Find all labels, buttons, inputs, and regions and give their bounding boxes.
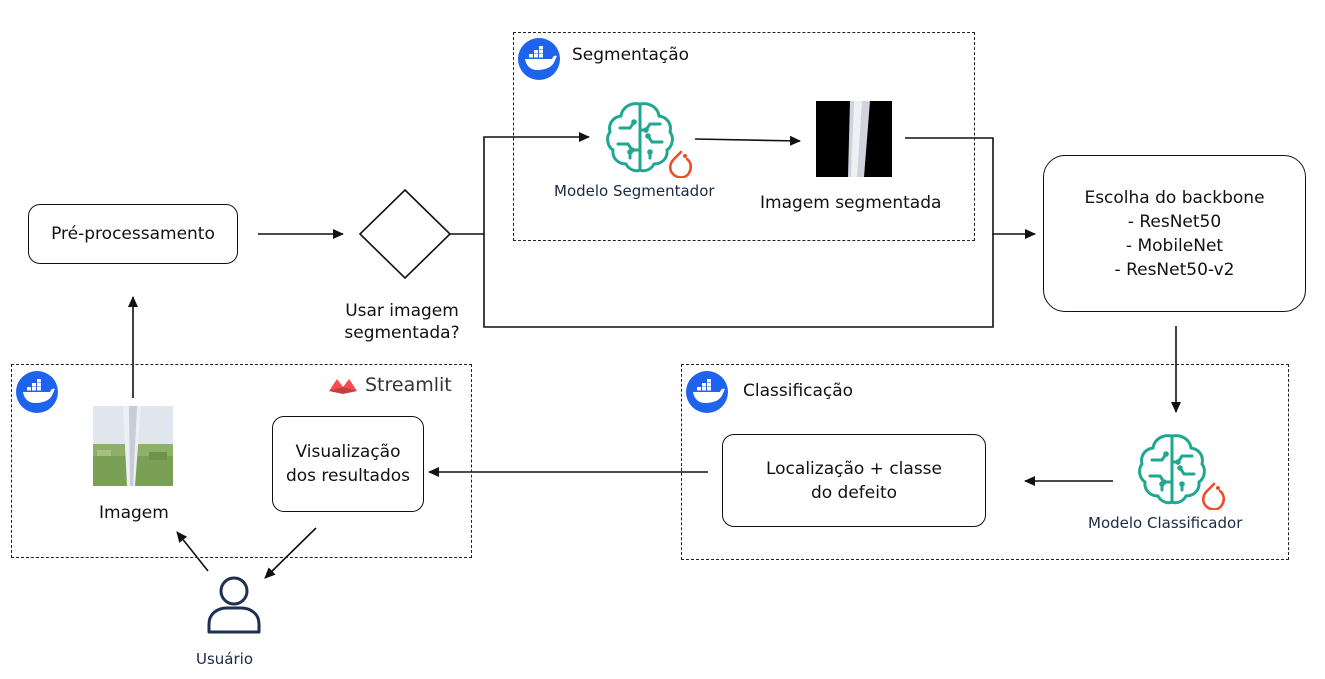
backbone-title: Escolha do backbone xyxy=(1084,187,1265,208)
pytorch-icon xyxy=(1201,482,1226,510)
backbone-option: - MobileNet xyxy=(1125,235,1224,256)
segmented-image xyxy=(816,101,892,177)
streamlit-icon xyxy=(329,379,357,394)
arrow-segmenter-to-image xyxy=(694,135,801,146)
pytorch-icon xyxy=(668,150,693,178)
classification-container xyxy=(681,364,1289,560)
ai-brain-icon xyxy=(606,102,674,173)
arrow-visualization-to-user xyxy=(264,527,317,579)
arrow-decision-to-segmenter xyxy=(450,132,590,235)
defect-result-box: Localização + classe do defeito xyxy=(722,434,986,527)
streamlit-logo: Streamlit xyxy=(327,374,452,396)
line-decision-bypass xyxy=(483,234,994,328)
backbone-box: Escolha do backbone - ResNet50 - MobileN… xyxy=(1043,155,1306,312)
preprocessing-label: Pré-processamento xyxy=(51,224,215,244)
streamlit-container xyxy=(11,364,472,558)
backbone-option: - ResNet50 xyxy=(1127,211,1222,232)
user-label: Usuário xyxy=(196,650,254,668)
decision-question: Usar imagem segmentada? xyxy=(344,301,460,343)
segmented-image-label: Imagem segmentada xyxy=(760,193,942,213)
backbone-option: - ResNet50-v2 xyxy=(1114,259,1235,280)
classifier-model-label: Modelo Classificador xyxy=(1088,514,1243,532)
segmentation-title: Segmentação xyxy=(572,45,690,65)
decision-diamond xyxy=(358,188,452,280)
input-image-label: Imagem xyxy=(99,503,169,523)
segmentation-container xyxy=(513,32,975,241)
user-icon xyxy=(207,576,261,634)
docker-icon xyxy=(686,371,728,413)
docker-icon xyxy=(16,371,58,413)
input-image xyxy=(93,406,173,486)
ai-brain-icon xyxy=(1138,434,1206,505)
docker-icon xyxy=(518,38,560,80)
classification-title: Classificação xyxy=(743,381,854,401)
preprocessing-box: Pré-processamento xyxy=(28,204,238,264)
segmenter-model-label: Modelo Segmentador xyxy=(554,182,715,200)
arrow-image-to-backbone xyxy=(905,137,1036,239)
streamlit-brand: Streamlit xyxy=(365,374,452,396)
arrow-user-to-image xyxy=(176,531,209,572)
results-visualization-box: Visualização dos resultados xyxy=(272,416,424,512)
